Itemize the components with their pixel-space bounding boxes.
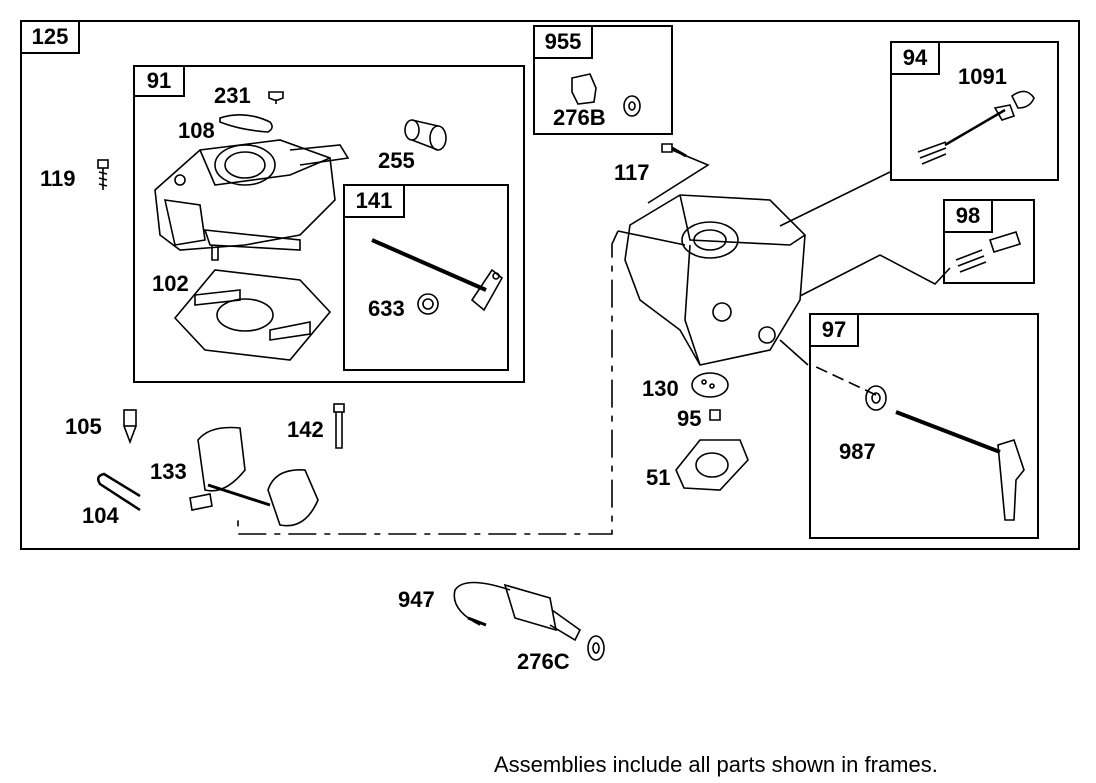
frame-assembly-955 <box>533 25 673 135</box>
frame-assembly-97 <box>809 313 1039 539</box>
part-label-104: 104 <box>82 503 119 528</box>
part-105-valve <box>123 409 137 445</box>
part-label-119: 119 <box>40 166 76 191</box>
part-955-fitting <box>571 73 641 117</box>
part-633-spring <box>417 293 439 315</box>
part-label-117: 117 <box>614 160 650 185</box>
part-102-gasket <box>173 269 332 361</box>
frame-assembly-91 <box>133 65 525 383</box>
part-276c-washer <box>587 635 605 661</box>
label-assembly-97: 97 <box>809 313 859 347</box>
assemblies-footnote: Assemblies include all parts shown in fr… <box>494 752 938 777</box>
part-255-bushing <box>404 119 447 151</box>
part-104-clip <box>96 472 141 512</box>
part-51-gasket <box>675 439 749 491</box>
part-133-float <box>189 426 319 527</box>
part-95-screw <box>709 409 721 421</box>
part-142-pin <box>333 403 345 449</box>
part-label-130: 130 <box>642 376 679 401</box>
frame-assembly-141 <box>343 184 509 371</box>
part-947-solenoid <box>453 581 582 642</box>
part-98-screw <box>955 231 1022 273</box>
part-91-upper-body <box>154 139 350 261</box>
label-assembly-141: 141 <box>343 184 405 218</box>
part-108-gasket <box>219 114 273 133</box>
part-label-108: 108 <box>178 118 215 143</box>
part-label-255: 255 <box>378 148 415 173</box>
part-label-276c: 276C <box>517 649 570 674</box>
part-97-shaft <box>865 385 1025 521</box>
part-94-needle <box>917 90 1035 165</box>
part-label-102: 102 <box>152 271 189 296</box>
part-label-142: 142 <box>287 417 324 442</box>
part-label-987: 987 <box>839 439 876 464</box>
frame-assembly-94 <box>890 41 1059 181</box>
part-label-51: 51 <box>646 465 671 490</box>
label-assembly-94: 94 <box>890 41 940 75</box>
part-label-1091: 1091 <box>958 64 1007 89</box>
part-carburetor-body <box>624 194 806 366</box>
part-label-276b: 276B <box>553 105 606 130</box>
label-assembly-955: 955 <box>533 25 593 59</box>
part-231-screw <box>268 91 284 104</box>
part-label-231: 231 <box>214 83 251 108</box>
part-141-shaft <box>371 238 504 312</box>
frame-assembly-125 <box>20 20 1080 550</box>
part-label-633: 633 <box>368 296 405 321</box>
label-assembly-125: 125 <box>20 20 80 54</box>
part-label-133: 133 <box>150 459 187 484</box>
part-label-947: 947 <box>398 587 435 612</box>
part-label-95: 95 <box>677 406 702 431</box>
part-119-screw <box>97 159 109 190</box>
label-assembly-98: 98 <box>943 199 993 233</box>
part-130-plate <box>691 372 729 398</box>
label-assembly-91: 91 <box>133 65 185 97</box>
part-117-screw <box>661 143 687 158</box>
part-label-105: 105 <box>65 414 102 439</box>
